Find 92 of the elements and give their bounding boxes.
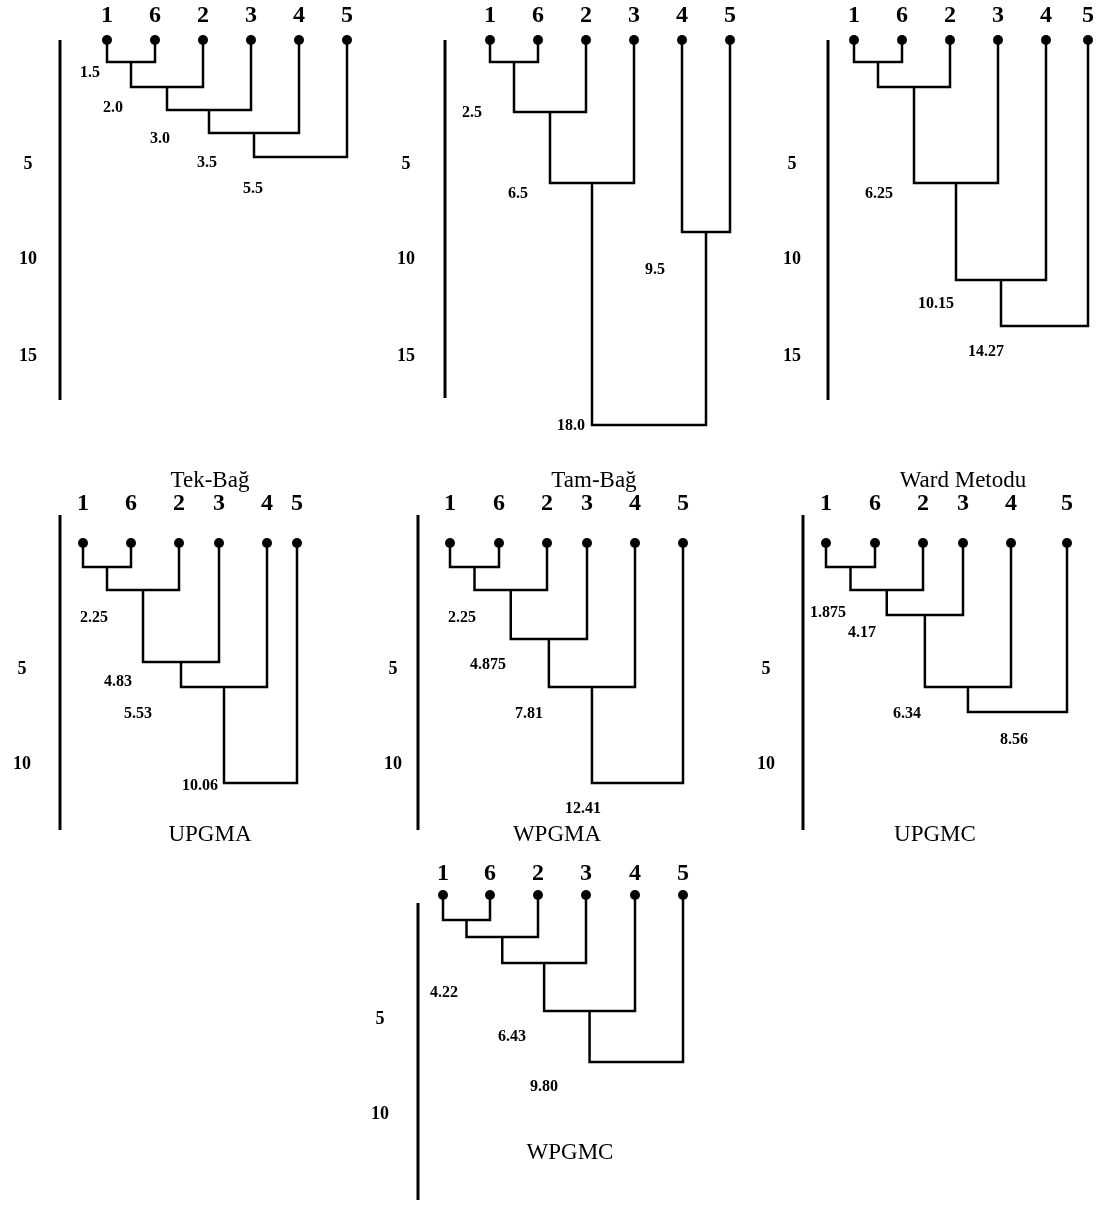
- leaf-number: 2: [197, 2, 209, 26]
- leaf-number: 3: [628, 2, 640, 26]
- leaf-number: 5: [341, 2, 353, 26]
- merge-distance-label: 6.5: [508, 185, 528, 201]
- merge-distance-label: 6.34: [893, 705, 921, 721]
- merge-distance-label: 1.875: [810, 604, 846, 620]
- leaf-number: 3: [580, 860, 592, 884]
- merge-distance-label: 14.27: [968, 343, 1004, 359]
- merge-distance-label: 9.80: [530, 1078, 558, 1094]
- leaf-number: 4: [629, 860, 641, 884]
- leaf-number: 1: [437, 860, 449, 884]
- leaf-number: 6: [896, 2, 908, 26]
- axis-tick-label: 10: [783, 249, 801, 267]
- axis-tick-label: 10: [384, 754, 402, 772]
- leaf-number: 4: [293, 2, 305, 26]
- leaf-number: 1: [77, 490, 89, 514]
- axis-tick-label: 10: [397, 249, 415, 267]
- method-title: WPGMC: [526, 1140, 614, 1163]
- leaf-number: 1: [820, 490, 832, 514]
- leaf-number: 1: [444, 490, 456, 514]
- leaf-number: 2: [532, 860, 544, 884]
- leaf-number: 2: [173, 490, 185, 514]
- merge-distance-label: 3.0: [150, 130, 170, 146]
- leaf-number: 4: [676, 2, 688, 26]
- leaf-number: 6: [125, 490, 137, 514]
- leaf-number: 4: [1005, 490, 1017, 514]
- method-title: Tek-Bağ: [170, 468, 250, 491]
- leaf-number: 5: [677, 860, 689, 884]
- merge-distance-label: 5.53: [124, 705, 152, 721]
- leaf-number: 6: [532, 2, 544, 26]
- leaf-number: 2: [917, 490, 929, 514]
- leaf-number: 5: [677, 490, 689, 514]
- method-title: UPGMA: [168, 822, 252, 845]
- merge-distance-label: 3.5: [197, 154, 217, 170]
- leaf-number: 5: [1061, 490, 1073, 514]
- merge-distance-label: 6.25: [865, 185, 893, 201]
- leaf-number: 1: [848, 2, 860, 26]
- merge-distance-label: 6.43: [498, 1028, 526, 1044]
- axis-tick-label: 10: [19, 249, 37, 267]
- leaf-number: 5: [291, 490, 303, 514]
- leaf-number: 3: [957, 490, 969, 514]
- merge-distance-label: 4.22: [430, 984, 458, 1000]
- leaf-number: 4: [261, 490, 273, 514]
- axis-tick-label: 5: [375, 1009, 385, 1027]
- axis-tick-label: 10: [757, 754, 775, 772]
- merge-distance-label: 12.41: [565, 800, 601, 816]
- merge-distance-label: 9.5: [645, 261, 665, 277]
- axis-tick-label: 5: [23, 154, 33, 172]
- axis-tick-label: 5: [761, 659, 771, 677]
- merge-distance-label: 10.06: [182, 777, 218, 793]
- leaf-number: 5: [724, 2, 736, 26]
- merge-distance-label: 2.5: [462, 104, 482, 120]
- method-title: UPGMC: [894, 822, 976, 845]
- merge-distance-label: 7.81: [515, 705, 543, 721]
- merge-distance-label: 5.5: [243, 180, 263, 196]
- leaf-number: 2: [944, 2, 956, 26]
- leaf-number: 6: [869, 490, 881, 514]
- merge-distance-label: 4.875: [470, 656, 506, 672]
- merge-distance-label: 2.25: [448, 609, 476, 625]
- axis-tick-label: 15: [19, 346, 37, 364]
- axis-tick-label: 5: [401, 154, 411, 172]
- merge-distance-label: 2.25: [80, 609, 108, 625]
- leaf-number: 6: [484, 860, 496, 884]
- leaf-number: 3: [581, 490, 593, 514]
- axis-tick-label: 5: [787, 154, 797, 172]
- method-title: Ward Metodu: [899, 468, 1027, 491]
- method-title: Tam-Bağ: [551, 468, 637, 491]
- axis-tick-label: 15: [397, 346, 415, 364]
- axis-tick-label: 10: [13, 754, 31, 772]
- merge-distance-label: 1.5: [80, 64, 100, 80]
- leaf-number: 6: [493, 490, 505, 514]
- merge-distance-label: 4.83: [104, 673, 132, 689]
- axis-tick-label: 5: [17, 659, 27, 677]
- axis-tick-label: 5: [388, 659, 398, 677]
- leaf-number: 2: [541, 490, 553, 514]
- merge-distance-label: 18.0: [557, 417, 585, 433]
- leaf-number: 6: [149, 2, 161, 26]
- merge-distance-label: 10.15: [918, 295, 954, 311]
- merge-distance-label: 4.17: [848, 624, 876, 640]
- method-title: WPGMA: [512, 822, 602, 845]
- leaf-number: 3: [992, 2, 1004, 26]
- axis-tick-label: 15: [783, 346, 801, 364]
- leaf-number: 1: [484, 2, 496, 26]
- leaf-number: 3: [213, 490, 225, 514]
- leaf-number: 1: [101, 2, 113, 26]
- axis-tick-label: 10: [371, 1104, 389, 1122]
- leaf-number: 5: [1082, 2, 1094, 26]
- leaf-number: 4: [1040, 2, 1052, 26]
- merge-distance-label: 8.56: [1000, 731, 1028, 747]
- merge-distance-label: 2.0: [103, 99, 123, 115]
- leaf-number: 2: [580, 2, 592, 26]
- leaf-number: 3: [245, 2, 257, 26]
